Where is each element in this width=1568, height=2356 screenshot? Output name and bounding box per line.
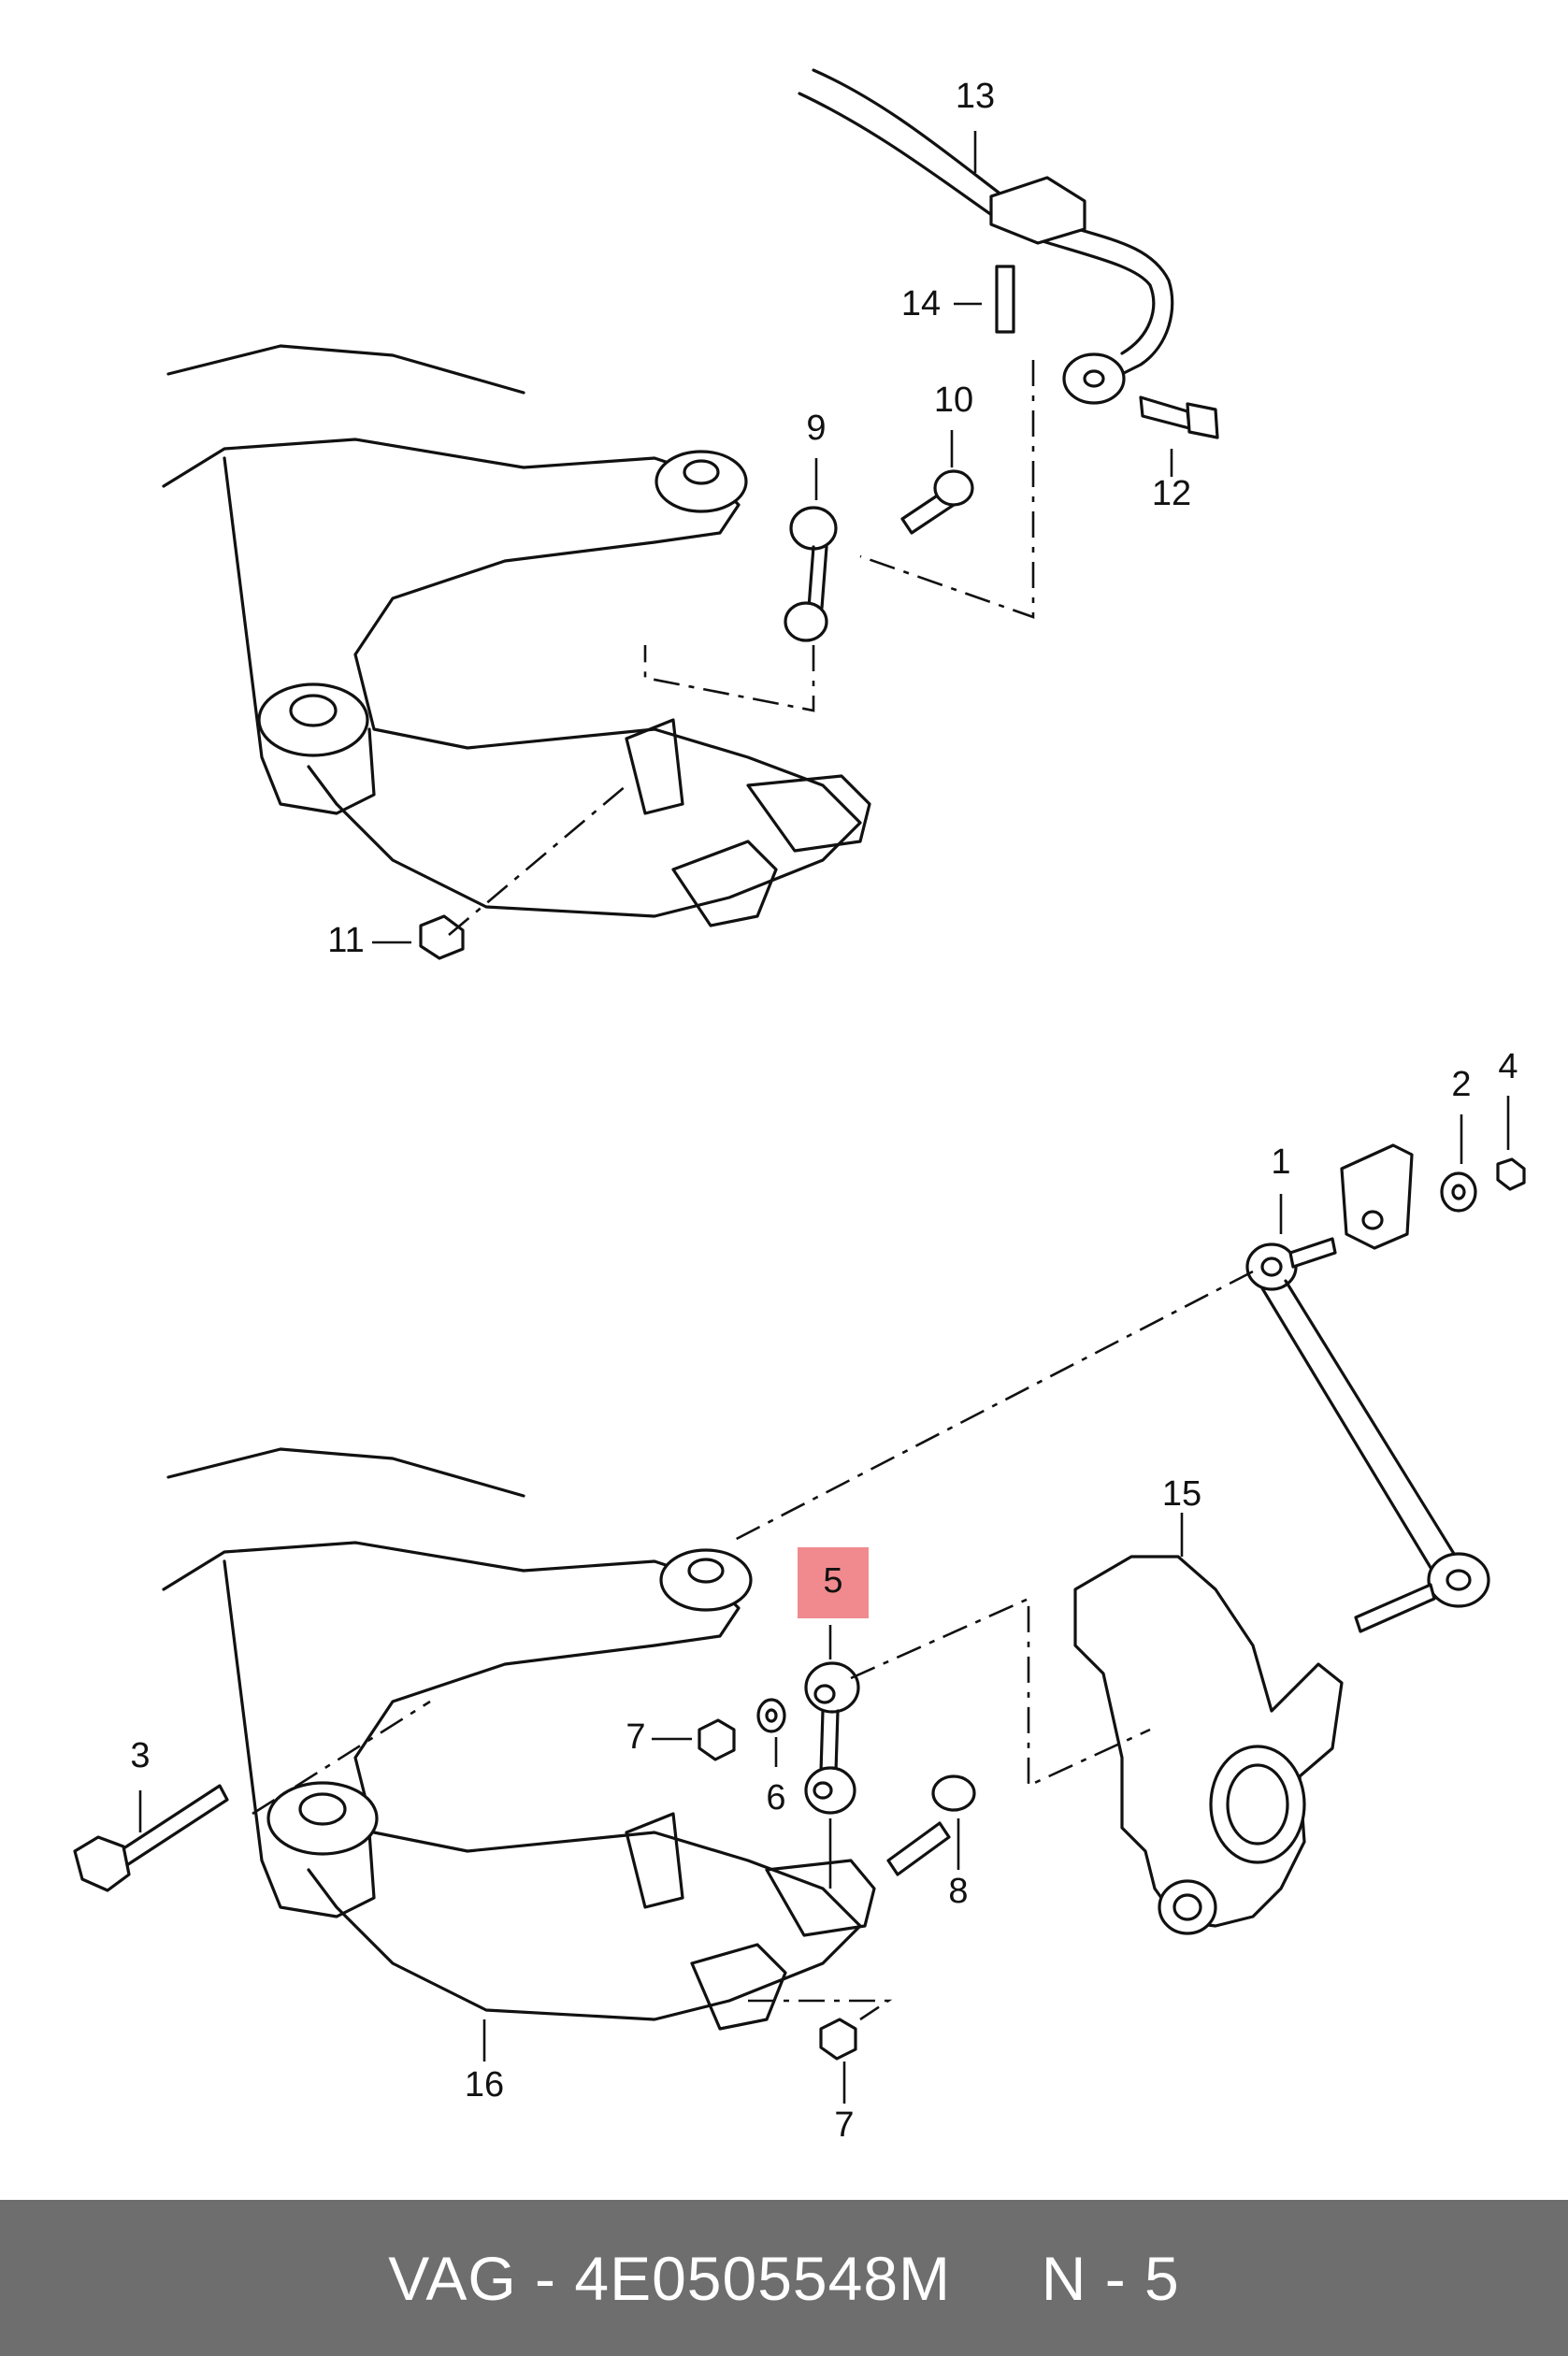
label-11: 11 bbox=[327, 921, 364, 960]
footer-separator: - bbox=[516, 2243, 575, 2313]
label-8: 8 bbox=[948, 1872, 968, 1911]
washer-2 bbox=[1440, 1171, 1477, 1213]
leader-lines bbox=[138, 131, 1510, 2104]
washer-6 bbox=[756, 1698, 786, 1733]
bolt-8 bbox=[886, 1821, 951, 1876]
footer-position: N - 5 bbox=[1041, 2243, 1180, 2313]
label-7-lower: 7 bbox=[834, 2105, 854, 2145]
link-9-top-eye bbox=[789, 506, 838, 551]
nut-11 bbox=[419, 914, 465, 960]
bushing-bottom-right bbox=[659, 1548, 753, 1612]
label-3: 3 bbox=[130, 1736, 150, 1775]
label-16: 16 bbox=[465, 2065, 504, 2105]
bushing-top-right bbox=[655, 450, 748, 513]
bar-end-eye bbox=[1062, 352, 1126, 405]
nut-4 bbox=[1496, 1157, 1526, 1191]
label-4: 4 bbox=[1498, 1047, 1518, 1086]
subframe-top bbox=[162, 438, 862, 918]
bolt-12 bbox=[1139, 395, 1191, 430]
label-5: 5 bbox=[823, 1561, 842, 1601]
label-6: 6 bbox=[766, 1778, 785, 1817]
link-1-outer-eye bbox=[1427, 1552, 1490, 1608]
bushing-bottom-left bbox=[266, 1781, 379, 1856]
parts-diagram: 13 14 10 9 12 11 1 2 4 15 5 7 6 3 8 16 7 bbox=[73, 68, 1526, 2145]
bottom-assembly bbox=[73, 1143, 1526, 2061]
top-assembly bbox=[162, 68, 1219, 960]
footer-text: VAG - 4E0505548M N - 5 bbox=[388, 2243, 1180, 2314]
nut-7-upper bbox=[698, 1718, 736, 1761]
footer-part-number: 4E0505548M bbox=[574, 2243, 952, 2313]
label-10: 10 bbox=[934, 381, 973, 420]
bottom-dashes bbox=[252, 1270, 1254, 2021]
subframe-bottom bbox=[162, 1541, 862, 2021]
bushing-top-left bbox=[257, 682, 369, 757]
link-1-arm bbox=[1284, 1279, 1460, 1563]
footer-brand: VAG bbox=[388, 2243, 517, 2313]
nut-7-lower bbox=[819, 2018, 857, 2061]
label-14: 14 bbox=[901, 284, 941, 323]
top-dashes bbox=[448, 360, 1035, 936]
footer-gap bbox=[951, 2244, 1042, 2313]
link-9-bottom-eye bbox=[784, 601, 828, 642]
label-13: 13 bbox=[956, 77, 995, 116]
bar-clamp bbox=[989, 176, 1086, 245]
label-12: 12 bbox=[1152, 474, 1191, 513]
bolt-14 bbox=[995, 265, 1015, 334]
link-1-inner-eye bbox=[1245, 1243, 1298, 1291]
part-labels: 13 14 10 9 12 11 1 2 4 15 5 7 6 3 8 16 7 bbox=[130, 77, 1518, 2145]
footer-bar: VAG - 4E0505548M N - 5 bbox=[0, 2200, 1568, 2356]
bolt-3 bbox=[110, 1784, 229, 1872]
body-bracket bbox=[1340, 1143, 1414, 1250]
highlight-box bbox=[798, 1547, 869, 1618]
wheel-bearing-housing bbox=[1073, 1555, 1344, 1928]
label-2: 2 bbox=[1451, 1065, 1471, 1104]
label-15: 15 bbox=[1162, 1474, 1201, 1514]
label-7-upper: 7 bbox=[626, 1717, 645, 1757]
label-9: 9 bbox=[806, 409, 826, 448]
label-1: 1 bbox=[1271, 1142, 1290, 1182]
stabilizer-bar bbox=[812, 68, 1174, 385]
